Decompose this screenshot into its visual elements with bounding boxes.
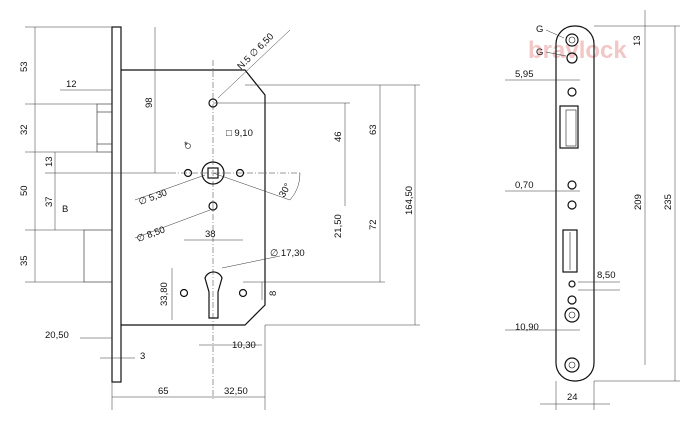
dim-5-95: 5,95 [515,69,534,80]
dim-8-50: 8,50 [597,270,616,281]
dim-20-50: 20,50 [45,330,69,341]
dim-8: 8 [268,291,279,296]
bolt-opening [562,229,578,273]
screw [565,33,579,47]
dim-50: 50 [19,185,30,196]
dim-53: 53 [19,61,30,72]
screw [566,52,578,64]
mounting-hole [185,143,191,149]
dim-32: 32 [19,124,30,135]
front-view: 53 32 50 35 13 37 B 12 98 N.5 ∅ 6,50 □ 9… [19,26,420,410]
latch-bolt [96,103,113,153]
side-faceplate [555,25,595,382]
lock-body [121,69,266,326]
dim-10-90: 10,90 [515,322,539,333]
dim-12: 12 [66,79,77,90]
dim-13: 13 [44,156,55,167]
screw [564,357,580,373]
dim-35: 35 [19,255,30,266]
mounting-hole [179,288,189,298]
screw [568,361,576,369]
angle-30: 30° [277,181,294,199]
screw-note: N.5 ∅ 6,50 [235,31,276,72]
screw [564,307,580,323]
label-g1: G [536,24,543,35]
dim-3: 3 [140,351,145,362]
screw [567,180,577,190]
dim-164-50: 164,50 [404,186,415,215]
dim-37: 37 [44,196,55,207]
dim-63: 63 [368,124,379,135]
dim-209: 209 [633,194,644,210]
dim-72: 72 [368,219,379,230]
faceplate [111,26,122,383]
dim-32-50: 32,50 [224,386,248,397]
label-g2: G [536,47,543,58]
screw [568,36,576,44]
dia-8-50: ∅ 8,50 [135,224,166,244]
mounting-hole [238,288,248,298]
screw [568,280,576,288]
dim-65: 65 [158,386,169,397]
side-view: bravlock G G 13 5,95 [505,10,680,410]
screw [567,200,577,210]
latch-opening [559,105,579,149]
dim-38: 38 [205,229,216,240]
dim-46: 46 [333,131,344,142]
dim-0-70: 0,70 [515,180,534,191]
cylinder-cutout [204,271,223,319]
dim-33-80: 33,80 [159,282,170,306]
screw [568,311,576,319]
screw [567,87,577,97]
screw [567,295,577,305]
dim-21-50: 21,50 [333,214,344,238]
square-note: □ 9,10 [226,128,253,139]
dia-17-30: ∅ 17,30 [270,248,305,259]
dim-10-30: 10,30 [232,340,256,351]
dead-bolt [83,229,113,283]
dim-98: 98 [144,97,155,108]
mounting-hole [208,201,218,211]
dim-235: 235 [663,194,674,210]
dim-13-side: 13 [632,35,643,46]
dia-5-30: ∅ 5,30 [137,187,168,207]
asterisk: * [184,140,188,151]
dim-24: 24 [567,392,578,403]
label-b: B [62,204,68,215]
